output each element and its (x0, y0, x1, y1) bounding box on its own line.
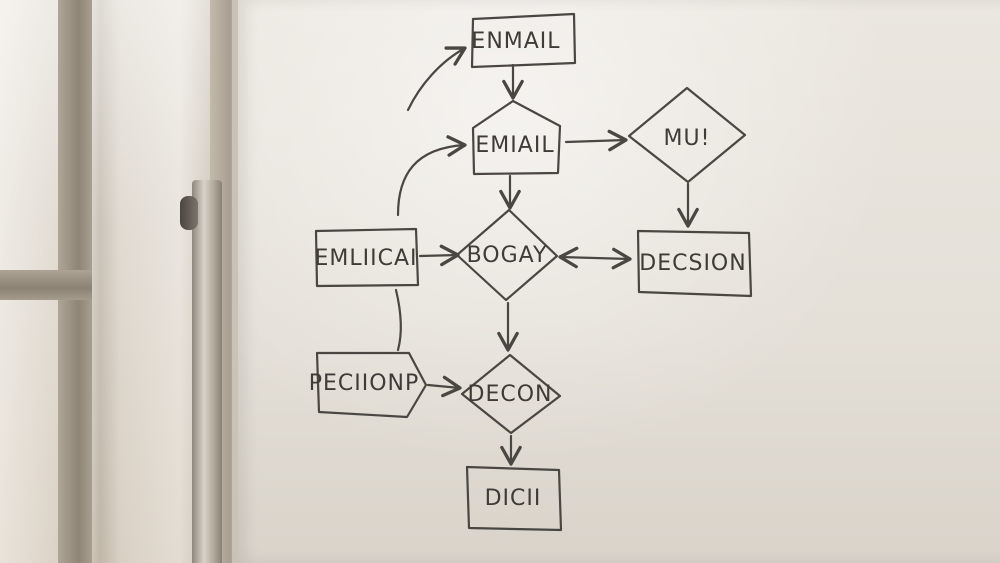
node-shape-emiail (471, 99, 562, 176)
node-label: DECON (468, 382, 553, 407)
connector-curve-to-emiail (396, 135, 467, 217)
node-label: EMIAIL (475, 133, 554, 158)
node-label: PECIIONP (309, 371, 420, 396)
connector-curve-to-enmail (406, 46, 467, 112)
stand-knob (180, 196, 198, 230)
connector-pecionp-decon (426, 375, 462, 398)
node-shape-emliicai (314, 227, 420, 288)
node-shape-dicii (465, 465, 563, 532)
node-shape-decsion (636, 229, 753, 298)
connector-emliicai-pecionp (394, 288, 402, 352)
node-label: EMLIICAI (314, 246, 417, 271)
node-shape-mu (627, 86, 747, 184)
node-label: MU! (664, 126, 711, 151)
connector-emiail-mu (564, 129, 628, 152)
connector-emliicai-bogay (418, 244, 460, 267)
connector-bogay-decsion (558, 246, 632, 270)
node-shape-enmail (470, 12, 577, 69)
node-label: ENMAIL (471, 29, 560, 54)
whiteboard (232, 0, 1000, 563)
node-shape-pecionp (315, 351, 428, 419)
node-label: DECSION (639, 251, 746, 276)
node-shape-decon (460, 353, 562, 435)
window-frame-crossbar (0, 270, 92, 300)
node-label: BOGAY (467, 243, 548, 268)
whiteboard-stand (192, 180, 222, 563)
node-shape-bogay (455, 208, 559, 302)
node-label: DICII (485, 486, 542, 511)
